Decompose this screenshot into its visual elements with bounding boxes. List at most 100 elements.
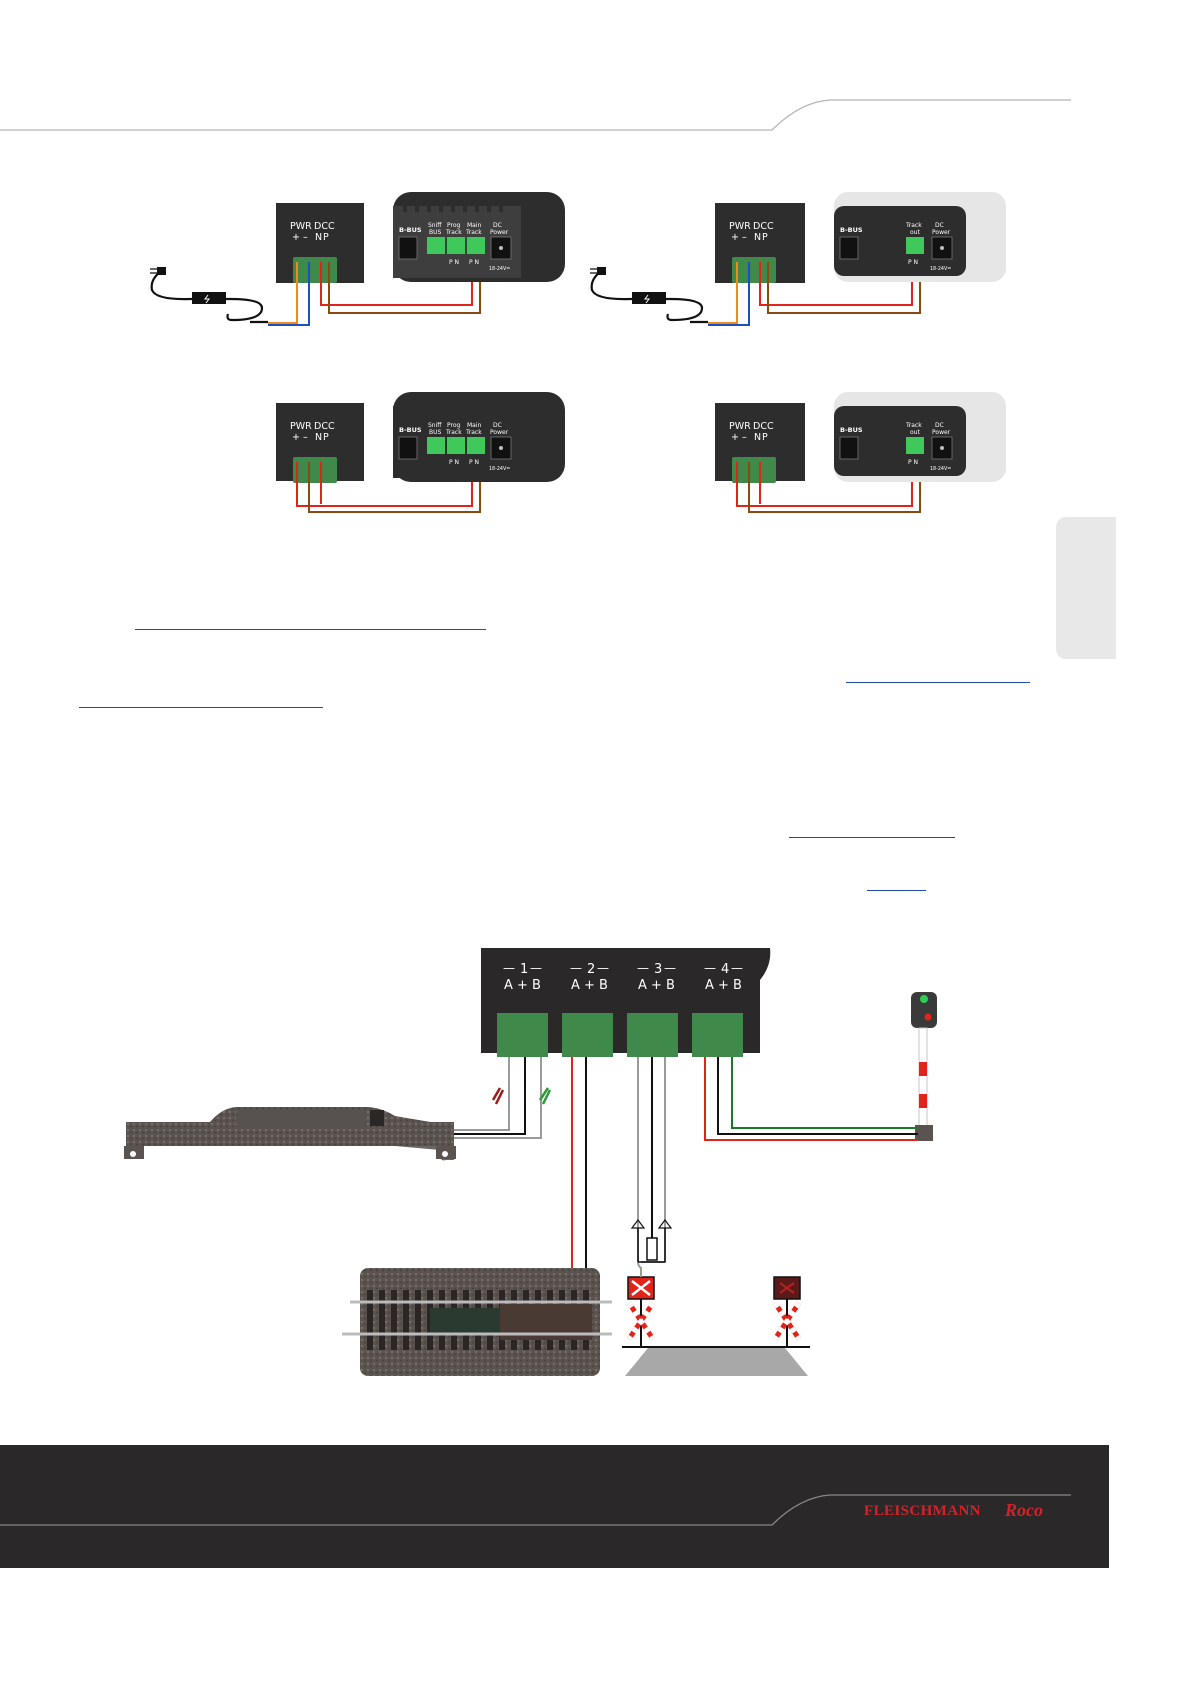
sniff-terminal <box>427 237 445 254</box>
svg-text:Track: Track <box>465 229 482 236</box>
wiring-turnout <box>454 1057 542 1139</box>
svg-text:DC: DC <box>935 222 944 229</box>
decoder-terminal-4 <box>692 1013 743 1057</box>
svg-text:P N: P N <box>908 259 918 266</box>
svg-text:18-24V=: 18-24V= <box>489 266 510 272</box>
feeder-track <box>342 1268 612 1376</box>
bbus-socket <box>398 236 418 260</box>
command-station-device-b-top: B-BUS Track out P N DC Power 18-24V= <box>834 192 1006 282</box>
svg-text:DCC: DCC <box>314 221 335 232</box>
terminal-block <box>293 257 337 283</box>
svg-text:P: P <box>762 232 768 243</box>
svg-text:out: out <box>910 229 920 236</box>
svg-text:1: 1 <box>520 962 528 977</box>
svg-text:PWR: PWR <box>729 221 751 232</box>
svg-text:—: — <box>503 961 515 975</box>
svg-text:PWR: PWR <box>290 221 312 232</box>
svg-text:3: 3 <box>654 962 662 977</box>
svg-text:Power: Power <box>932 229 951 236</box>
prog-terminal <box>447 437 465 454</box>
wiring-feeder <box>571 1057 587 1268</box>
side-tab[interactable] <box>1056 517 1116 659</box>
sniff-terminal <box>427 437 445 454</box>
svg-text:Main: Main <box>467 222 482 229</box>
svg-text:+: + <box>292 432 300 443</box>
prog-terminal <box>447 237 465 254</box>
wiring-top-right <box>708 262 921 326</box>
svg-text:N: N <box>754 232 761 243</box>
level-crossing <box>622 1276 810 1376</box>
turnout-direction-icons <box>491 1087 552 1105</box>
svg-text:+: + <box>731 232 739 243</box>
svg-text:Track: Track <box>445 429 462 436</box>
svg-text:BUS: BUS <box>429 229 442 236</box>
svg-text:A + B: A + B <box>638 978 675 993</box>
svg-text:B-BUS: B-BUS <box>399 426 422 434</box>
svg-text:out: out <box>910 429 920 436</box>
svg-text:18-24V=: 18-24V= <box>489 466 510 472</box>
svg-text:—: — <box>704 961 716 975</box>
decoder-terminal-1 <box>497 1013 548 1057</box>
svg-text:Main: Main <box>467 422 482 429</box>
svg-text:—: — <box>731 961 743 975</box>
wiring-crossing <box>630 1057 673 1277</box>
svg-text:N: N <box>754 432 761 443</box>
link-underline-3[interactable] <box>789 837 955 838</box>
svg-text:PWR: PWR <box>290 421 312 432</box>
svg-text:—: — <box>570 961 582 975</box>
brand-roco: Roco <box>1005 1500 1043 1520</box>
svg-text:Track: Track <box>445 229 462 236</box>
svg-text:—: — <box>530 961 542 975</box>
svg-text:P: P <box>323 232 329 243</box>
svg-text:P N: P N <box>449 259 459 266</box>
crossing-signal-right <box>772 1276 802 1347</box>
svg-text:DC: DC <box>493 222 502 229</box>
svg-text:B-BUS: B-BUS <box>840 226 863 234</box>
bbus-socket <box>839 236 859 260</box>
terminal-block <box>293 457 337 483</box>
svg-text:Power: Power <box>490 229 509 236</box>
svg-text:A + B: A + B <box>504 978 541 993</box>
decoder-terminal-3 <box>627 1013 678 1057</box>
wiring-signal <box>704 1057 918 1141</box>
svg-text:DCC: DCC <box>753 221 774 232</box>
command-station-device-b-bottom: B-BUS Track out P N DC Power 18-24V= <box>834 392 1006 482</box>
svg-text:2: 2 <box>587 962 595 977</box>
main-terminal <box>467 237 485 254</box>
bbus-socket <box>839 436 859 460</box>
brand-fleischmann: FLEISCHMANN <box>864 1503 981 1519</box>
svg-text:Track: Track <box>905 222 922 229</box>
command-station-device-a-bottom: B-BUS Sniff BUS Prog Track Main Track P … <box>393 392 565 482</box>
svg-text:P N: P N <box>469 259 479 266</box>
link-underline-1[interactable] <box>135 629 486 630</box>
svg-text:–: – <box>303 232 308 243</box>
svg-text:B-BUS: B-BUS <box>399 226 422 234</box>
bbus-socket <box>398 436 418 460</box>
svg-text:–: – <box>742 432 747 443</box>
svg-text:4: 4 <box>721 962 729 977</box>
svg-text:A + B: A + B <box>571 978 608 993</box>
page-graphic: PWR DCC + – N P PWR DCC + – N P PWR DCC … <box>0 99 1071 1526</box>
power-adapter-left <box>150 267 268 324</box>
svg-text:N: N <box>315 432 322 443</box>
crossing-signal-left <box>626 1276 656 1347</box>
svg-text:B-BUS: B-BUS <box>840 426 863 434</box>
main-terminal <box>467 437 485 454</box>
svg-text:DCC: DCC <box>753 421 774 432</box>
svg-text:BUS: BUS <box>429 429 442 436</box>
track-out-terminal <box>906 437 924 454</box>
svg-text:—: — <box>637 961 649 975</box>
svg-text:Sniff: Sniff <box>428 422 442 429</box>
link-underline-2b[interactable] <box>79 707 323 708</box>
terminal-block <box>732 457 776 483</box>
power-adapter-right <box>590 267 708 324</box>
svg-text:Track: Track <box>905 422 922 429</box>
svg-text:–: – <box>742 232 747 243</box>
svg-text:Prog: Prog <box>447 422 461 429</box>
svg-text:P N: P N <box>469 459 479 466</box>
svg-text:Power: Power <box>490 429 509 436</box>
svg-text:18-24V=: 18-24V= <box>930 466 951 472</box>
link-underline-2a[interactable] <box>846 682 1030 683</box>
link-underline-4[interactable] <box>867 890 926 891</box>
turnout-motor <box>124 1107 456 1161</box>
